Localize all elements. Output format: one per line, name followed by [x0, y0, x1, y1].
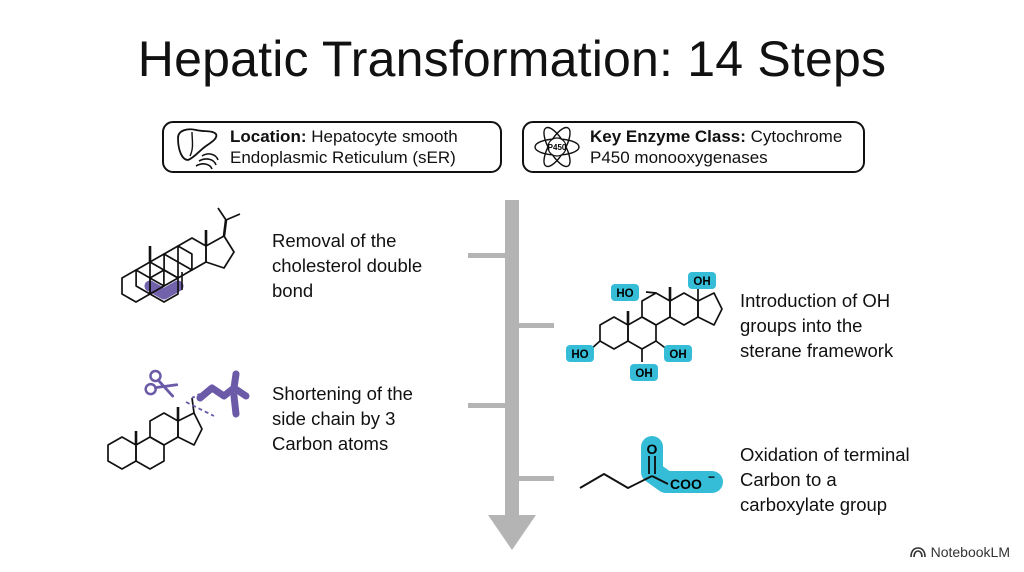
location-text: Location: Hepatocyte smooth Endoplasmic … — [230, 126, 458, 168]
step-1-line-2: cholesterol double — [272, 255, 423, 276]
p450-icon-text: P450 — [548, 143, 567, 152]
notebooklm-logo-icon — [909, 547, 926, 558]
enzyme-line2: P450 monooxygenases — [590, 148, 768, 167]
timeline-tick-4 — [518, 476, 554, 481]
side-chain-cleavage-molecule — [107, 369, 250, 470]
step-4-line-1: Oxidation of terminal — [740, 444, 910, 465]
label-charge: − — [708, 470, 715, 484]
location-label: Location: — [230, 127, 307, 146]
page-title: Hepatic Transformation: 14 Steps — [137, 31, 887, 87]
label-oh-top: OH — [693, 276, 710, 288]
step-3-line-1: Shortening of the — [272, 383, 413, 404]
cholesterol-molecule — [121, 207, 241, 303]
step-2-text: Introduction of OH groups into the stera… — [740, 288, 893, 363]
step-4-line-2: Carbon to a — [740, 469, 837, 490]
step-2-line-1: Introduction of OH — [740, 290, 891, 311]
timeline-tick-1 — [468, 253, 506, 258]
step-2-line-2: groups into the — [740, 315, 863, 336]
enzyme-box: P450 Key Enzyme Class: Cytochrome P450 m… — [522, 121, 865, 173]
timeline-tick-2 — [518, 323, 554, 328]
step-3-line-3: Carbon atoms — [272, 433, 389, 454]
location-box: Location: Hepatocyte smooth Endoplasmic … — [162, 121, 502, 173]
brand-text: NotebookLM — [930, 544, 1010, 560]
step-4-text: Oxidation of terminal Carbon to a carbox… — [740, 442, 910, 517]
label-carboxylate: COO — [670, 476, 702, 492]
scissors-icon — [144, 369, 179, 398]
notebooklm-brand: NotebookLM — [909, 544, 1010, 560]
location-line2: Endoplasmic Reticulum (sER) — [230, 148, 456, 167]
label-oh-bottom: OH — [635, 368, 652, 380]
step-3-line-2: side chain by 3 — [272, 408, 396, 429]
p450-atom-icon: P450 — [534, 126, 580, 168]
step-1-text: Removal of the cholesterol double bond — [272, 228, 422, 303]
label-ho-left: HO — [571, 349, 588, 361]
enzyme-line1: Cytochrome — [745, 127, 843, 146]
carboxylate-molecule: O COO − — [579, 436, 723, 493]
step-1-line-3: bond — [272, 280, 314, 301]
label-carbonyl-o: O — [647, 441, 658, 457]
timeline-arrowhead — [488, 515, 536, 550]
location-line1: Hepatocyte smooth — [306, 127, 458, 146]
timeline-shaft — [505, 200, 519, 520]
step-2-line-3: sterane framework — [740, 340, 894, 361]
enzyme-label: Key Enzyme Class: — [590, 127, 746, 146]
label-oh-right: OH — [669, 349, 686, 361]
enzyme-text: Key Enzyme Class: Cytochrome P450 monoox… — [590, 126, 842, 168]
step-1-line-1: Removal of the — [272, 230, 397, 251]
timeline-tick-3 — [468, 403, 506, 408]
liver-organelle-icon — [177, 128, 219, 170]
label-ho-top: HO — [616, 288, 633, 300]
hydroxylated-sterane-molecule: HO OH HO OH OH — [566, 272, 723, 381]
step-3-text: Shortening of the side chain by 3 Carbon… — [272, 381, 413, 456]
step-4-line-3: carboxylate group — [740, 494, 888, 515]
